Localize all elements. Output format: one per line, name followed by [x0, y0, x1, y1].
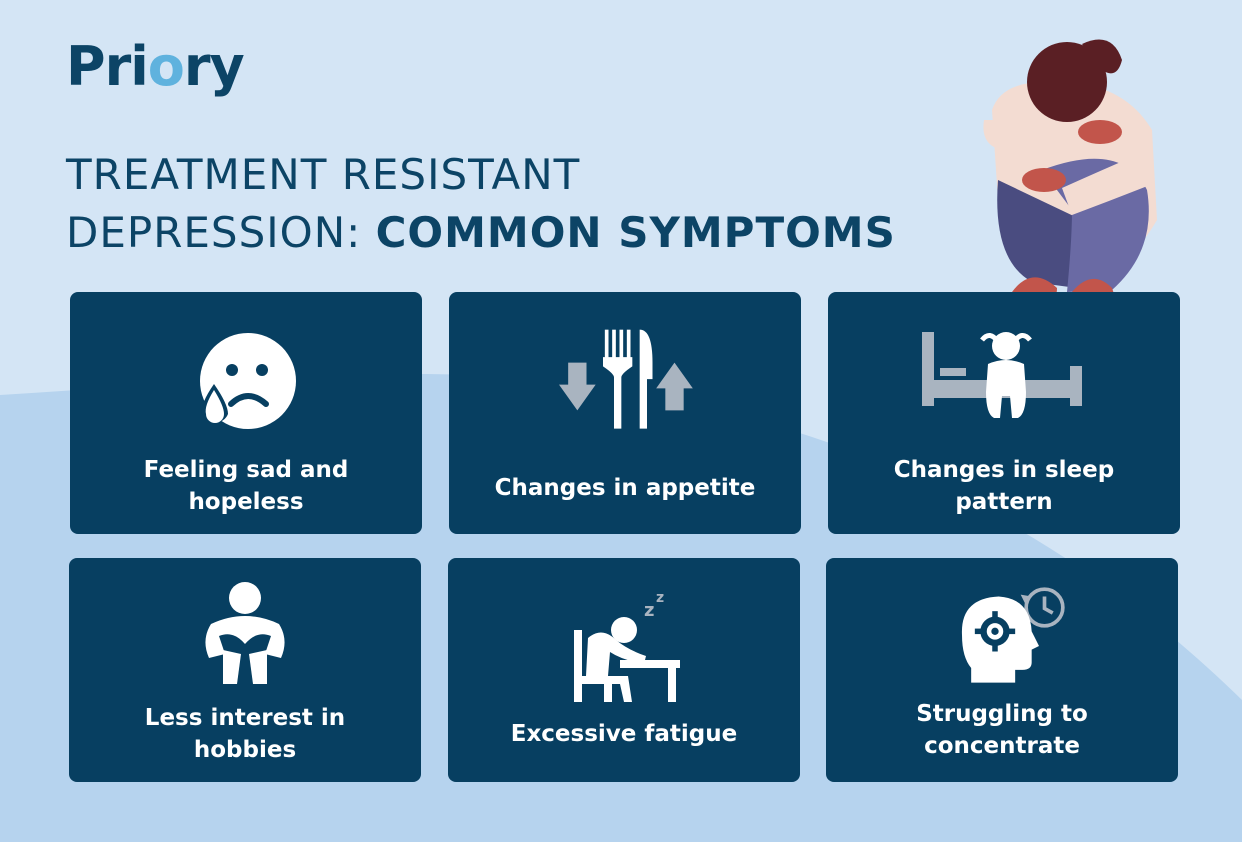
symptom-card-sleep: Changes in sleep pattern: [828, 292, 1180, 534]
priory-logo: Priory: [66, 35, 245, 98]
svg-text:z: z: [644, 600, 654, 621]
page-title: TREATMENT RESISTANT DEPRESSION: COMMON S…: [66, 146, 896, 262]
svg-text:z: z: [656, 590, 664, 606]
symptom-card-appetite: Changes in appetite: [449, 292, 801, 534]
sleeping-at-desk-icon: z z: [574, 590, 680, 702]
sitting-woman-illustration: [983, 39, 1157, 320]
symptom-card-hobbies: Less interest in hobbies: [69, 558, 421, 782]
head-gear-clock-icon: [961, 587, 1065, 683]
symptom-label: Excessive fatigue: [510, 721, 738, 747]
title-line-1: TREATMENT RESISTANT: [66, 150, 581, 199]
symptom-card-concentrate: Struggling to concentrate: [826, 558, 1178, 782]
symptom-label: Struggling to concentrate: [916, 701, 1088, 759]
fork-knife-arrows-icon: [559, 329, 693, 429]
person-on-bed-icon: [922, 332, 1082, 418]
symptom-label: Changes in appetite: [494, 475, 756, 501]
title-line-2: DEPRESSION: COMMON SYMPTOMS: [66, 208, 896, 257]
hunched-person-icon: [205, 582, 285, 684]
symptom-label: Less interest in hobbies: [144, 705, 346, 763]
symptom-label: Changes in sleep pattern: [893, 457, 1115, 515]
crying-face-icon: [200, 333, 296, 429]
symptom-card-fatigue: z z Excessive fatigue: [448, 558, 800, 782]
symptom-card-sad-hopeless: Feeling sad and hopeless: [70, 292, 422, 534]
symptom-label: Feeling sad and hopeless: [143, 457, 349, 515]
